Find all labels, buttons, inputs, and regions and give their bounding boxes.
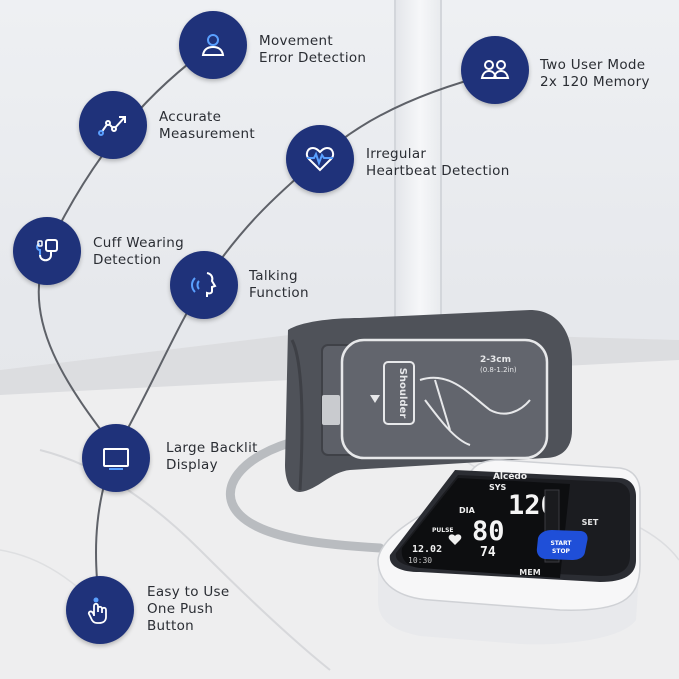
wall-groove (394, 0, 396, 340)
two-users-icon (480, 60, 510, 79)
feature-label: Cuff Wearing Detection (93, 235, 184, 268)
hand-tap-icon (87, 597, 107, 624)
feature-label: Two User Mode 2x 120 Memory (540, 57, 650, 90)
feature-label: Easy to Use One Push Button (147, 584, 230, 634)
feature-badge (170, 251, 238, 319)
dia-value: 80 (472, 516, 505, 547)
sys-label: SYS (489, 483, 507, 492)
pulse-label: PULSE (432, 527, 454, 534)
brand-logo: Alcédo (493, 471, 527, 482)
feature-label: Accurate Measurement (159, 109, 255, 142)
cuff-shoulder-label: Shoulder (397, 368, 408, 419)
stop-label: STOP (552, 548, 571, 555)
wall-groove (440, 0, 442, 340)
feature-badge (79, 91, 147, 159)
pulse-value: 74 (480, 545, 496, 560)
start-label: START (550, 540, 572, 547)
dia-label: DIA (459, 506, 476, 515)
feature-label: Irregular Heartbeat Detection (366, 146, 510, 179)
feature-label: Talking Function (249, 268, 309, 301)
heart-pulse-icon (305, 146, 335, 172)
date-value: 12.02 (412, 544, 442, 555)
feature-label: Large Backlit Display (166, 440, 258, 473)
monitor-icon (103, 448, 129, 470)
feature-badge (82, 424, 150, 492)
heart-indicator-icon (448, 534, 462, 545)
feature-label-line: Button (147, 618, 195, 634)
person-icon (201, 34, 225, 56)
trend-line-icon (98, 116, 126, 136)
wall-panel (396, 0, 440, 340)
mem-button[interactable]: MEM (519, 568, 540, 577)
arm-cuff: Shoulder 2-3cm (0.8-1.2in) (285, 310, 572, 492)
lcd-display: Alcédo SYS 120 DIA 80 PULSE 74 12.02 10:… (401, 471, 570, 578)
time-value: 10:30 (408, 556, 432, 565)
feature-badge (179, 11, 247, 79)
cuff-size-inch-label: (0.8-1.2in) (480, 366, 517, 374)
talking-head-icon (191, 272, 217, 297)
feature-badge (286, 125, 354, 193)
feature-badge (461, 36, 529, 104)
feature-label: Movement Error Detection (259, 33, 367, 66)
feature-badge (66, 576, 134, 644)
start-stop-button[interactable]: START STOP (536, 530, 588, 560)
cuff-size-label: 2-3cm (480, 355, 511, 365)
cuff-icon (36, 239, 58, 262)
feature-badge (13, 217, 81, 285)
set-button[interactable]: SET (582, 518, 599, 527)
